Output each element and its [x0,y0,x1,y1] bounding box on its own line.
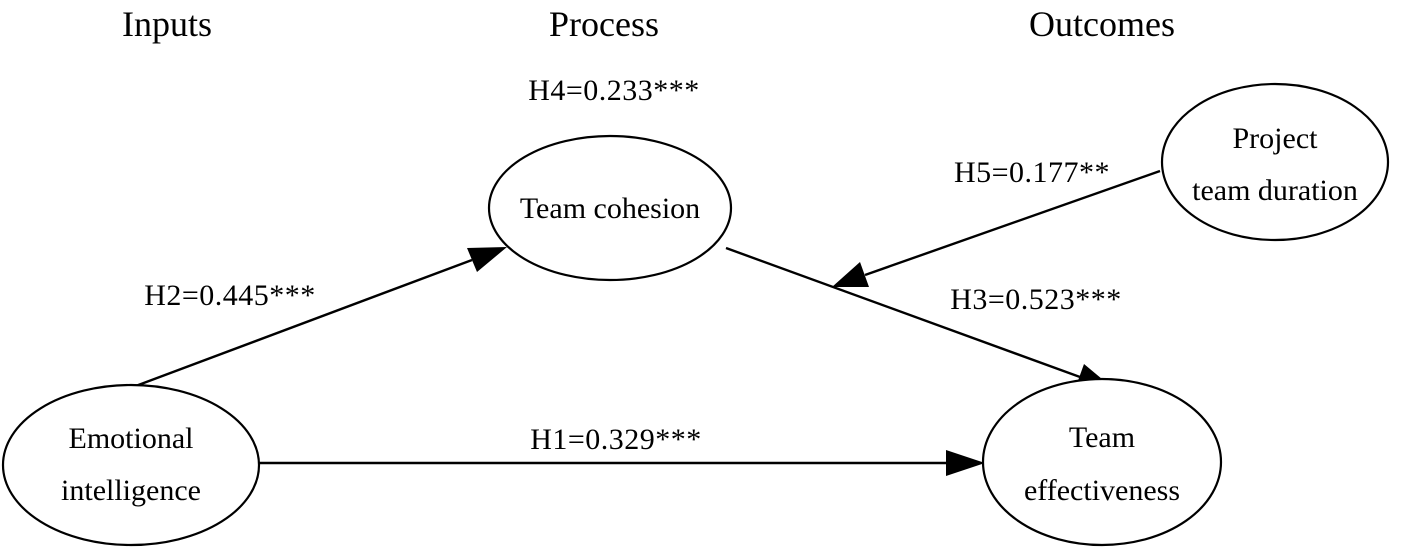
team-cohesion-label: Team cohesion [520,192,700,225]
emotional-intelligence-label-line2: intelligence [61,474,201,507]
process-header: Process [549,4,659,44]
h3-coefficient-label: H3=0.523*** [950,283,1122,316]
project-team-duration-label-line2: team duration [1192,174,1358,207]
h2-arrow-line [132,258,473,389]
project-team-duration-node [1160,82,1390,242]
h5-arrowhead [832,262,869,287]
outcomes-header: Outcomes [1029,4,1175,44]
h2-coefficient-label: H2=0.445*** [144,279,316,312]
h1-arrowhead [946,450,985,476]
team-effectiveness-label-line1: Team [1069,421,1135,454]
emotional-intelligence-node [1,383,261,547]
inputs-header: Inputs [122,4,212,44]
h1-coefficient-label: H1=0.329*** [530,423,702,456]
h5-coefficient-label: H5=0.177** [954,156,1110,189]
team-cohesion-node [487,134,733,282]
team-effectiveness-node [981,377,1223,547]
h3-arrow-line [725,246,1081,379]
team-effectiveness-label-line2: effectiveness [1024,474,1180,507]
project-team-duration-label-line1: Project [1233,122,1319,155]
emotional-intelligence-label-line1: Emotional [69,422,194,455]
h5-arrow-line [864,169,1161,277]
h2-arrowhead [467,247,507,272]
h4-coefficient-label: H4=0.233*** [528,74,700,107]
